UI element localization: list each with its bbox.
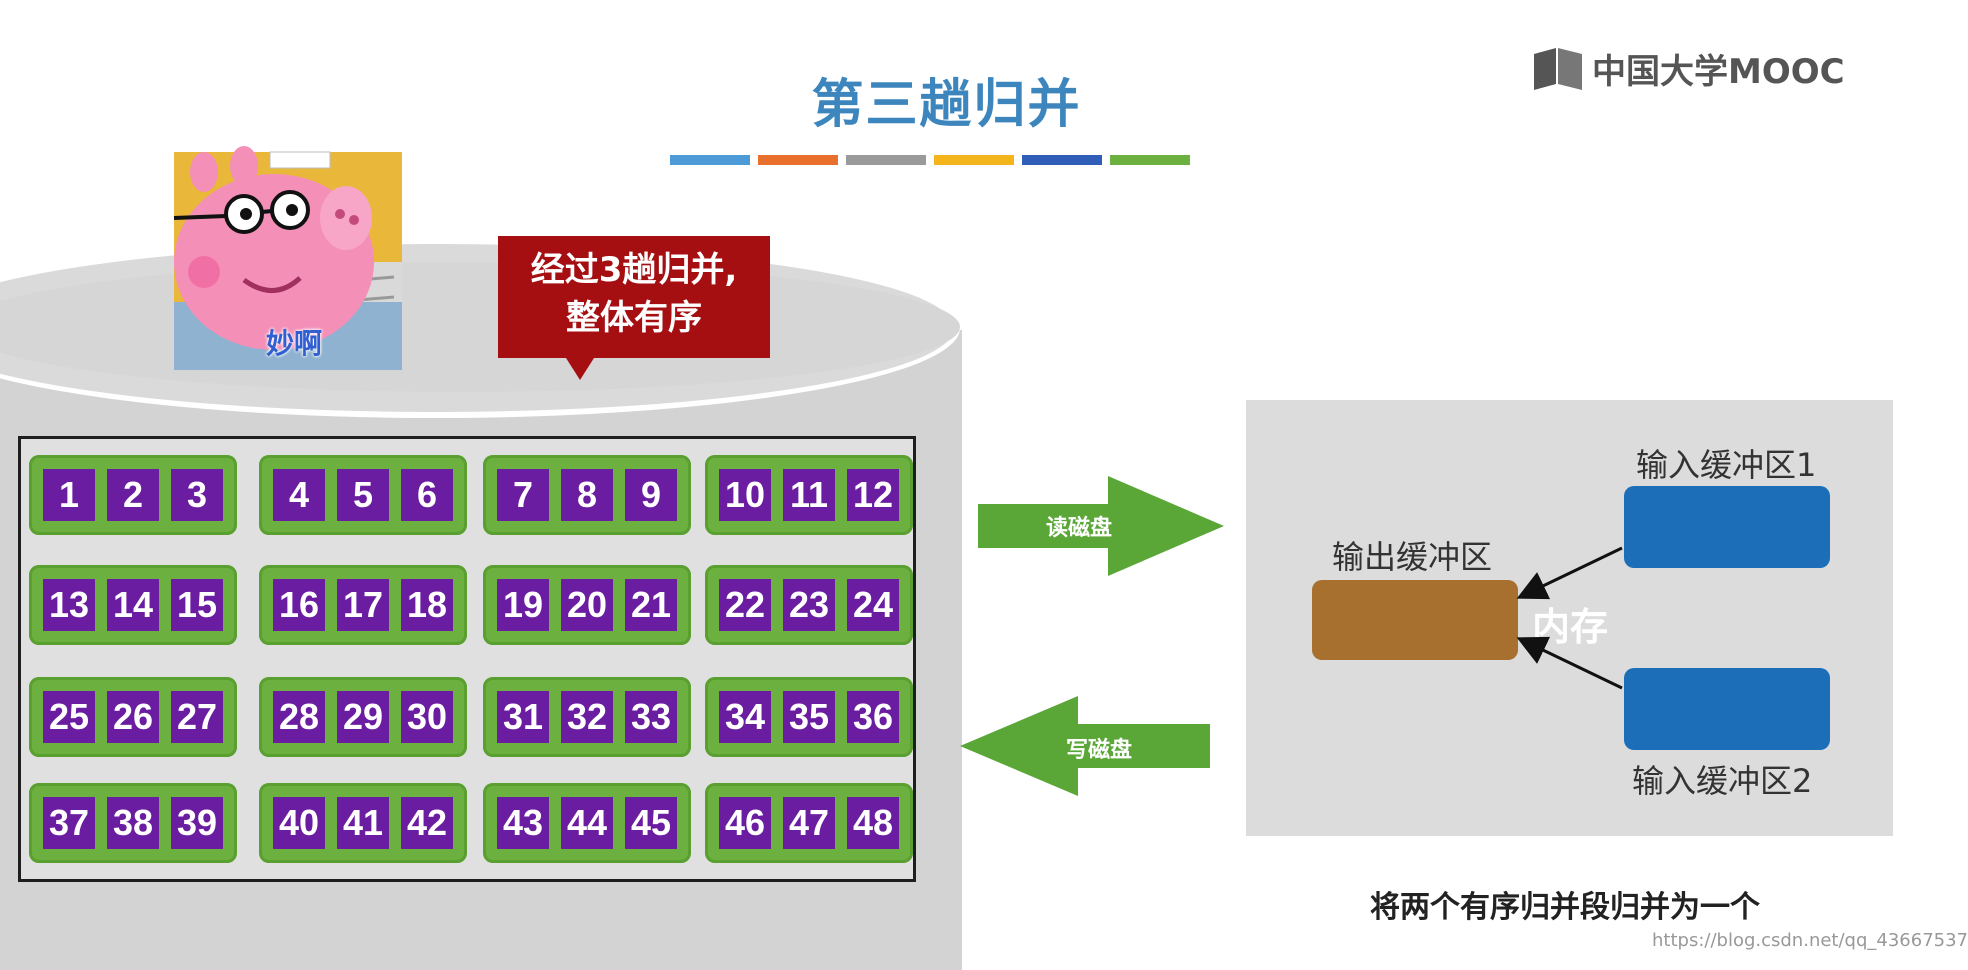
input-buffer-1 xyxy=(1624,486,1830,568)
record-cell: 9 xyxy=(625,469,677,521)
record-cell: 42 xyxy=(401,797,453,849)
record-cell: 24 xyxy=(847,579,899,631)
record-cell: 19 xyxy=(497,579,549,631)
record-cell: 28 xyxy=(273,691,325,743)
color-bar-segment xyxy=(1110,155,1190,165)
record-cell: 32 xyxy=(561,691,613,743)
record-cell: 15 xyxy=(171,579,223,631)
record-cell: 34 xyxy=(719,691,771,743)
record-cell: 3 xyxy=(171,469,223,521)
output-buffer-label: 输出缓冲区 xyxy=(1332,538,1493,576)
record-cell: 11 xyxy=(783,469,835,521)
peppa-caption: 妙啊 xyxy=(266,327,323,360)
record-cell: 2 xyxy=(107,469,159,521)
output-buffer xyxy=(1312,580,1518,660)
write-disk-arrow-icon xyxy=(960,696,1210,796)
record-cell: 14 xyxy=(107,579,159,631)
record-cell: 35 xyxy=(783,691,835,743)
record-cell: 37 xyxy=(43,797,95,849)
record-cell: 12 xyxy=(847,469,899,521)
record-cell: 31 xyxy=(497,691,549,743)
disk-top-inner xyxy=(0,262,960,392)
record-cell: 4 xyxy=(273,469,325,521)
color-bar-segment xyxy=(1022,155,1102,165)
record-cell: 44 xyxy=(561,797,613,849)
record-cell: 33 xyxy=(625,691,677,743)
pig-illustration-icon xyxy=(173,146,402,370)
input-buffer-2-label: 输入缓冲区2 xyxy=(1632,762,1813,800)
record-cell: 47 xyxy=(783,797,835,849)
buffer-arrows-icon xyxy=(1516,546,1623,690)
record-cell: 48 xyxy=(847,797,899,849)
logo-text: 中国大学MOOC xyxy=(1592,52,1845,92)
peppa-pig-image: 妙啊 xyxy=(173,146,402,370)
read-disk-label: 读磁盘 xyxy=(1046,516,1113,541)
callout-line-2: 整体有序 xyxy=(566,298,702,338)
input-buffer-2 xyxy=(1624,668,1830,750)
record-cell: 26 xyxy=(107,691,159,743)
record-cell: 18 xyxy=(401,579,453,631)
color-bar-segment xyxy=(846,155,926,165)
read-disk-arrow-icon xyxy=(978,476,1224,576)
record-cell: 41 xyxy=(337,797,389,849)
color-bar-segment xyxy=(670,155,750,165)
record-cell: 5 xyxy=(337,469,389,521)
bottom-caption: 将两个有序归并段归并为一个 xyxy=(1370,890,1760,925)
record-cell: 43 xyxy=(497,797,549,849)
page-title: 第三趟归并 xyxy=(811,75,1082,135)
record-cell: 36 xyxy=(847,691,899,743)
record-cell: 17 xyxy=(337,579,389,631)
callout-box: 经过3趟归并, 整体有序 xyxy=(498,236,770,358)
record-cell: 20 xyxy=(561,579,613,631)
color-bar-segment xyxy=(934,155,1014,165)
record-cell: 39 xyxy=(171,797,223,849)
record-cell: 16 xyxy=(273,579,325,631)
record-cell: 22 xyxy=(719,579,771,631)
record-cell: 10 xyxy=(719,469,771,521)
record-cell: 25 xyxy=(43,691,95,743)
record-cell: 30 xyxy=(401,691,453,743)
color-bar-segment xyxy=(758,155,838,165)
callout-tail xyxy=(566,358,594,380)
record-cell: 21 xyxy=(625,579,677,631)
record-cell: 46 xyxy=(719,797,771,849)
record-cell: 38 xyxy=(107,797,159,849)
record-cell: 29 xyxy=(337,691,389,743)
record-cell: 6 xyxy=(401,469,453,521)
record-cell: 8 xyxy=(561,469,613,521)
write-disk-label: 写磁盘 xyxy=(1066,738,1133,763)
watermark: https://blog.csdn.net/qq_43667537 xyxy=(1652,930,1968,951)
record-cell: 13 xyxy=(43,579,95,631)
record-cell: 1 xyxy=(43,469,95,521)
input-buffer-1-label: 输入缓冲区1 xyxy=(1636,446,1817,484)
record-cell: 45 xyxy=(625,797,677,849)
color-bar xyxy=(670,155,1190,165)
book-icon xyxy=(1534,47,1582,90)
mooc-logo: 中国大学MOOC xyxy=(1532,44,1845,93)
callout-line-1: 经过3趟归并, xyxy=(530,250,738,290)
record-cell: 27 xyxy=(171,691,223,743)
memory-panel: 输入缓冲区1 输出缓冲区 内存 输入缓冲区2 xyxy=(1246,400,1893,836)
record-cell: 7 xyxy=(497,469,549,521)
record-cell: 23 xyxy=(783,579,835,631)
record-cell: 40 xyxy=(273,797,325,849)
